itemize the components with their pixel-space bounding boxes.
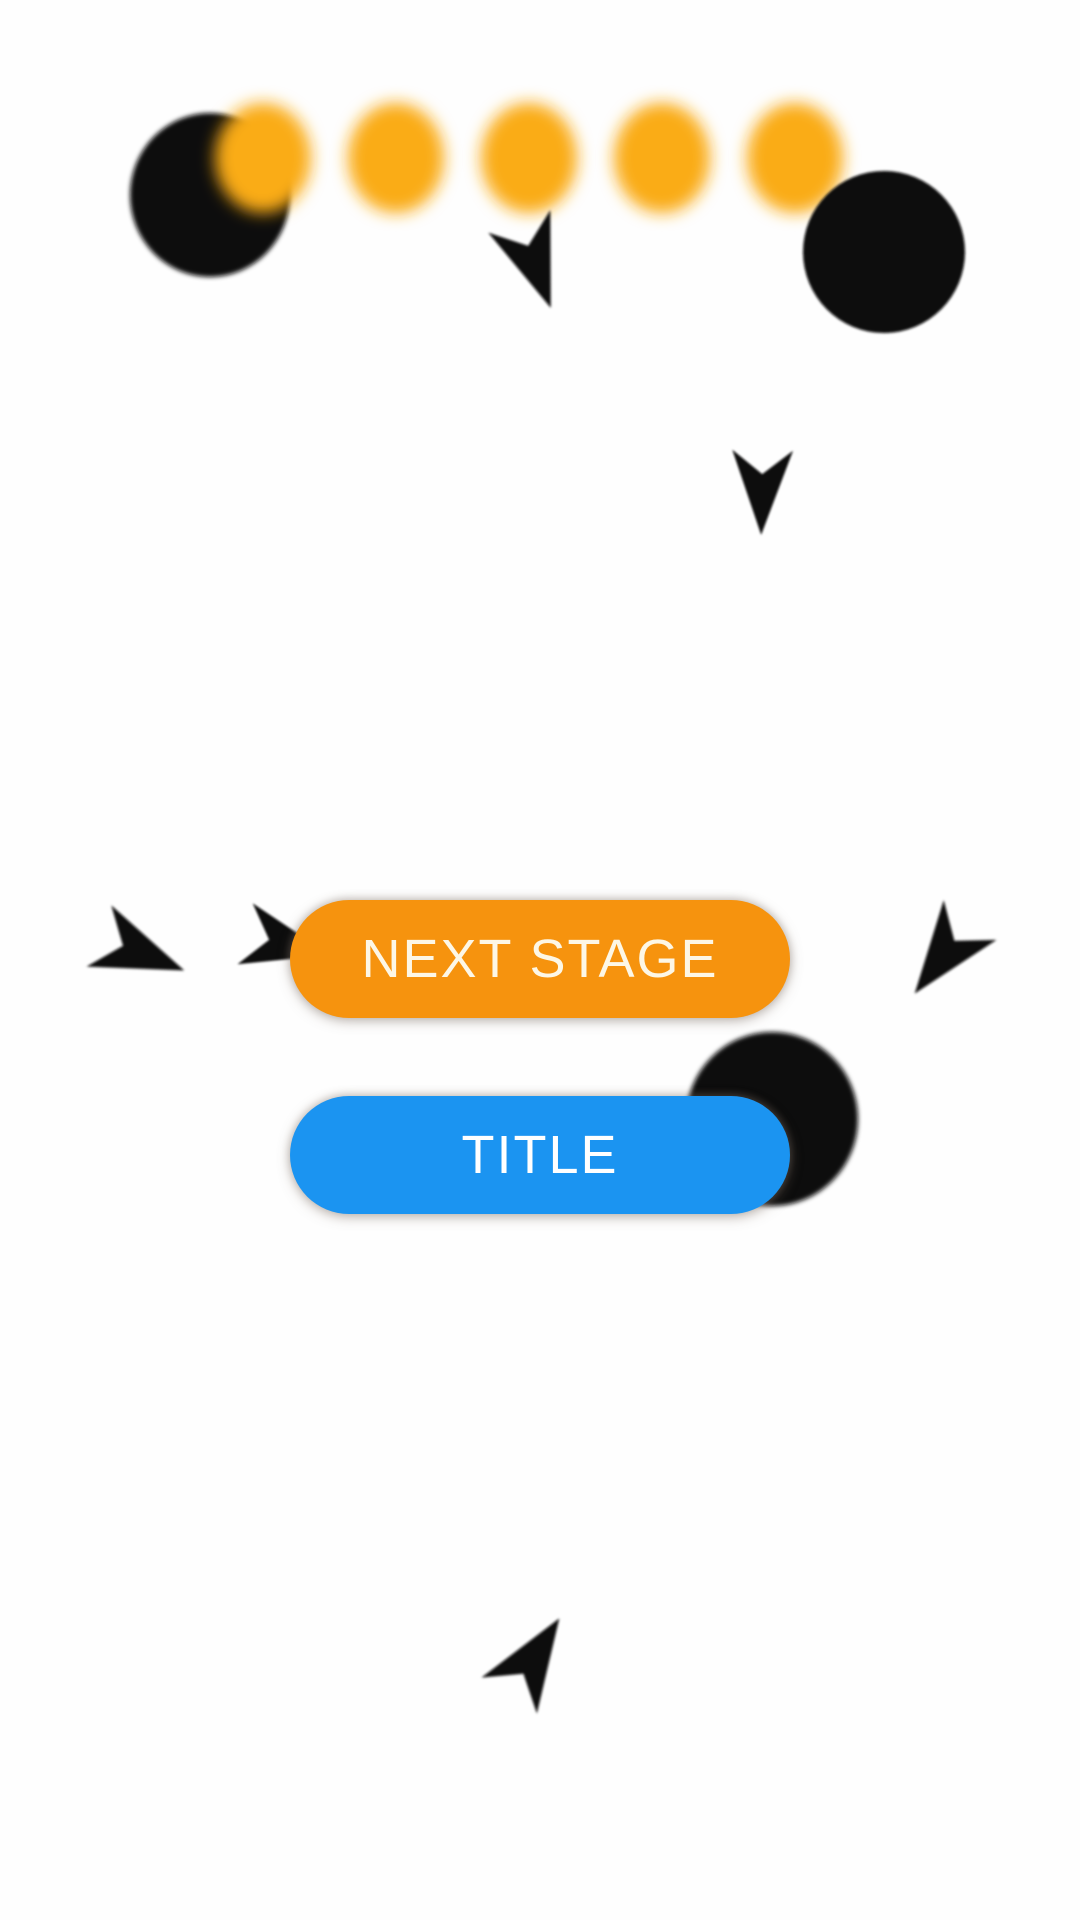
orange-trail-ball-4 <box>614 103 710 213</box>
dart-arrow-left-outer <box>86 905 185 971</box>
balls-mid-layer <box>803 171 965 333</box>
title-button[interactable]: TITLE <box>290 1096 790 1214</box>
dart-arrow-top-middle <box>488 210 551 308</box>
orange-trail-ball-5 <box>747 103 843 213</box>
orange-trail-ball-3 <box>481 103 577 213</box>
next-stage-button-label: NEXT STAGE <box>361 929 719 989</box>
arrows-layer <box>86 210 997 1714</box>
title-button-label: TITLE <box>461 1125 619 1185</box>
dart-arrow-upper-right <box>732 449 793 535</box>
orange-trail-layer <box>215 103 843 213</box>
orange-trail-ball-1 <box>215 103 311 213</box>
black-ball-top-right <box>803 171 965 333</box>
orange-trail-ball-2 <box>348 103 444 213</box>
dart-arrow-bottom <box>481 1618 560 1714</box>
dart-arrow-right <box>914 900 997 994</box>
next-stage-button[interactable]: NEXT STAGE <box>290 900 790 1018</box>
